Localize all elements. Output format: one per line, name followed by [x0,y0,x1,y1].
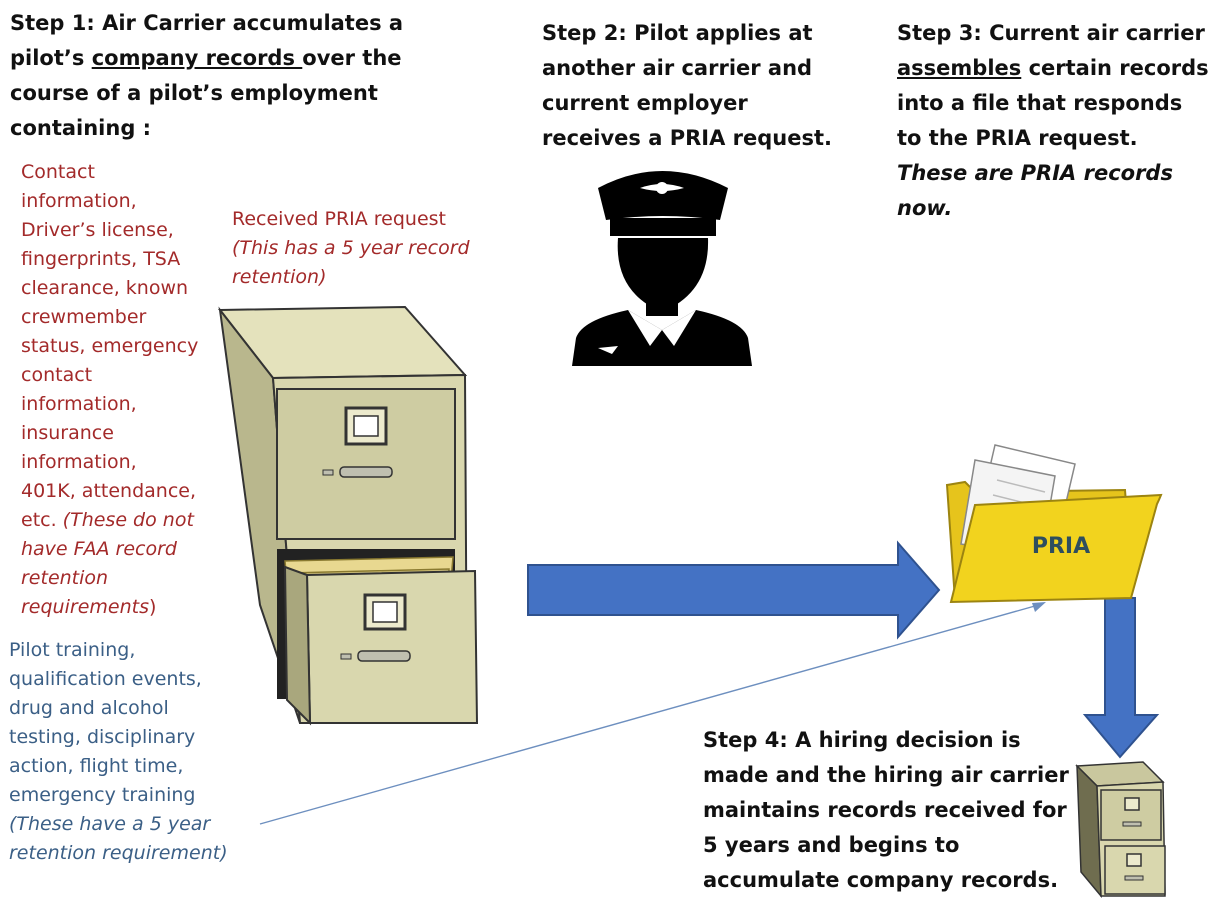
step2-line4: receives a PRIA request. [542,126,832,150]
step1-line2: pilot’s company records over the [10,41,403,76]
step3-line2-post: certain records [1021,56,1209,80]
training-record-line: emergency training [9,784,196,806]
step1-line3: course of a pilot’s employment [10,81,378,105]
step1-text: Step 1: Air Carrier accumulates a pilot’… [10,6,403,146]
step4-line5: accumulate company records. [703,868,1059,892]
etc-text: etc. [21,509,63,531]
training-record-line: action, flight time, [9,755,184,777]
training-record-line: Pilot training, [9,639,136,661]
company-record-line: fingerprints, TSA [21,248,181,270]
step3-line5: These are PRIA records [897,161,1173,185]
step3-line3: into a file that responds [897,91,1183,115]
step2-line2: another air carrier and [542,56,813,80]
training-record-note: (These have a 5 year [9,813,211,835]
step3-line4: to the PRIA request. [897,126,1138,150]
step1-line2-post: over the [302,46,402,70]
step1-line2-pre: pilot’s [10,46,92,70]
company-records-list: Contact information, Driver’s license, f… [21,158,198,622]
company-record-line: crewmember [21,306,147,328]
step3-text: Step 3: Current air carrier assembles ce… [897,16,1209,226]
training-record-line: qualification events, [9,668,202,690]
pria-folder-label: PRIA [1032,534,1090,559]
company-record-line: information, [21,393,137,415]
company-record-line: etc. (These do not [21,506,198,535]
company-record-line: clearance, known [21,277,189,299]
right-arrow-icon [527,540,941,640]
pria-request-title: Received PRIA request [232,208,447,230]
connector-line [259,602,1046,825]
company-record-note: have FAA record [21,538,177,560]
file-cabinet-icon [217,305,479,726]
company-record-line: insurance [21,422,114,444]
step4-line3: maintains records received for [703,798,1067,822]
step4-text: Step 4: A hiring decision is made and th… [703,723,1069,898]
step4-line1: Step 4: A hiring decision is [703,728,1021,752]
training-record-line: drug and alcohol [9,697,169,719]
company-record-line: 401K, attendance, [21,480,196,502]
company-record-line: status, emergency [21,335,199,357]
training-records-list: Pilot training, qualification events, dr… [9,636,228,868]
pilot-icon [572,171,752,366]
no-faa-note: (These do not [62,509,194,531]
pria-request-note2: retention) [232,266,327,288]
training-record-note: retention requirement) [9,842,228,864]
requirements-text: requirements [21,596,149,618]
company-record-line: information, [21,451,137,473]
training-record-line: testing, disciplinary [9,726,196,748]
company-record-line: contact [21,364,93,386]
step3-line1: Step 3: Current air carrier [897,21,1205,45]
step2-text: Step 2: Pilot applies at another air car… [542,16,832,156]
step1-line4: containing : [10,116,152,140]
pria-folder-icon: PRIA [945,444,1163,604]
assembles-underlined: assembles [897,56,1022,80]
company-records-underlined: company records [91,46,303,70]
step4-line4: 5 years and begins to [703,833,960,857]
company-record-line: information, [21,190,137,212]
close-paren: ) [148,596,157,618]
small-file-cabinet-icon [1075,761,1166,899]
company-record-note: retention [21,567,109,589]
step3-line2: assembles certain records [897,51,1209,86]
step3-line6: now. [897,196,953,220]
pria-request-label: Received PRIA request (This has a 5 year… [232,205,470,292]
down-arrow-icon [1082,597,1160,759]
step2-line3: current employer [542,91,748,115]
step2-line1: Step 2: Pilot applies at [542,21,813,45]
step4-line2: made and the hiring air carrier [703,763,1069,787]
company-record-line: Driver’s license, [21,219,174,241]
pria-request-note1: (This has a 5 year record [232,237,470,259]
step1-line1: Step 1: Air Carrier accumulates a [10,11,404,35]
company-record-line: requirements) [21,593,198,622]
company-record-line: Contact [21,161,95,183]
